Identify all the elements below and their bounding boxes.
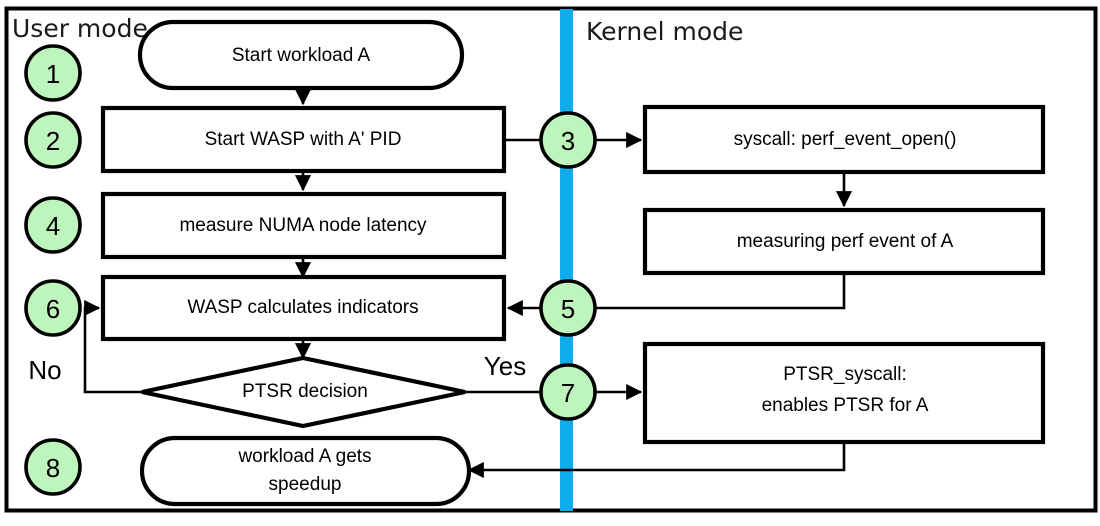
node-measure-numa-label: measure NUMA node latency bbox=[179, 215, 427, 236]
decision-no-label: No bbox=[28, 355, 61, 385]
node-ptsr-syscall[interactable] bbox=[642, 341, 1046, 445]
step-bullet-2-number: 2 bbox=[46, 126, 60, 156]
node-start-workload[interactable] bbox=[137, 19, 465, 91]
node-syscall-perf-event-open-label: syscall: perf_event_open() bbox=[734, 129, 957, 150]
step-bullet-7[interactable]: 7 bbox=[539, 363, 597, 421]
node-workload-speedup-line2: speedup bbox=[269, 474, 342, 495]
step-bullet-4[interactable]: 4 bbox=[24, 196, 82, 254]
node-start-workload-label: Start workload A bbox=[232, 45, 371, 66]
connector-ptsr-to-speedup bbox=[467, 442, 846, 479]
step-bullet-8-number: 8 bbox=[46, 453, 60, 483]
user-kernel-divider bbox=[560, 9, 573, 511]
node-wasp-indicators[interactable] bbox=[100, 274, 507, 342]
node-workload-speedup[interactable] bbox=[139, 435, 472, 507]
step-bullet-3-number: 3 bbox=[561, 126, 575, 156]
node-wasp-indicators-label: WASP calculates indicators bbox=[187, 297, 418, 318]
step-bullet-5-number: 5 bbox=[561, 294, 575, 324]
node-ptsr-decision-label: PTSR decision bbox=[242, 381, 368, 402]
connector-measuring-to-step5 bbox=[596, 273, 846, 310]
step-bullet-8[interactable]: 8 bbox=[24, 438, 82, 496]
node-workload-speedup-line1: workload A gets bbox=[237, 446, 371, 467]
node-ptsr-syscall-line2: enables PTSR for A bbox=[762, 395, 929, 416]
step-bullet-3[interactable]: 3 bbox=[539, 111, 597, 169]
step-bullet-6[interactable]: 6 bbox=[24, 279, 82, 337]
node-measuring-perf-event-label: measuring perf event of A bbox=[737, 231, 954, 252]
decision-yes-label: Yes bbox=[484, 351, 526, 381]
lane-label-user: User mode bbox=[12, 14, 148, 43]
step-bullet-2[interactable]: 2 bbox=[24, 111, 82, 169]
node-ptsr-syscall-line1: PTSR_syscall: bbox=[783, 364, 907, 385]
node-ptsr-decision[interactable] bbox=[141, 355, 466, 429]
step-bullet-1-number: 1 bbox=[46, 59, 60, 89]
node-syscall-perf-event-open[interactable] bbox=[642, 104, 1046, 175]
node-start-wasp[interactable] bbox=[100, 105, 507, 174]
node-start-wasp-label: Start WASP with A' PID bbox=[205, 129, 402, 150]
diagram-border bbox=[4, 6, 1098, 513]
node-measure-numa[interactable] bbox=[100, 191, 507, 260]
step-bullet-4-number: 4 bbox=[46, 211, 60, 241]
step-bullet-5[interactable]: 5 bbox=[539, 279, 597, 337]
step-bullet-7-number: 7 bbox=[561, 378, 575, 408]
step-bullet-6-number: 6 bbox=[46, 294, 60, 324]
lane-label-kernel: Kernel mode bbox=[586, 17, 743, 46]
step-bullet-1[interactable]: 1 bbox=[24, 44, 82, 102]
node-measuring-perf-event[interactable] bbox=[642, 207, 1046, 276]
connector-decision-no-loop bbox=[83, 299, 142, 394]
